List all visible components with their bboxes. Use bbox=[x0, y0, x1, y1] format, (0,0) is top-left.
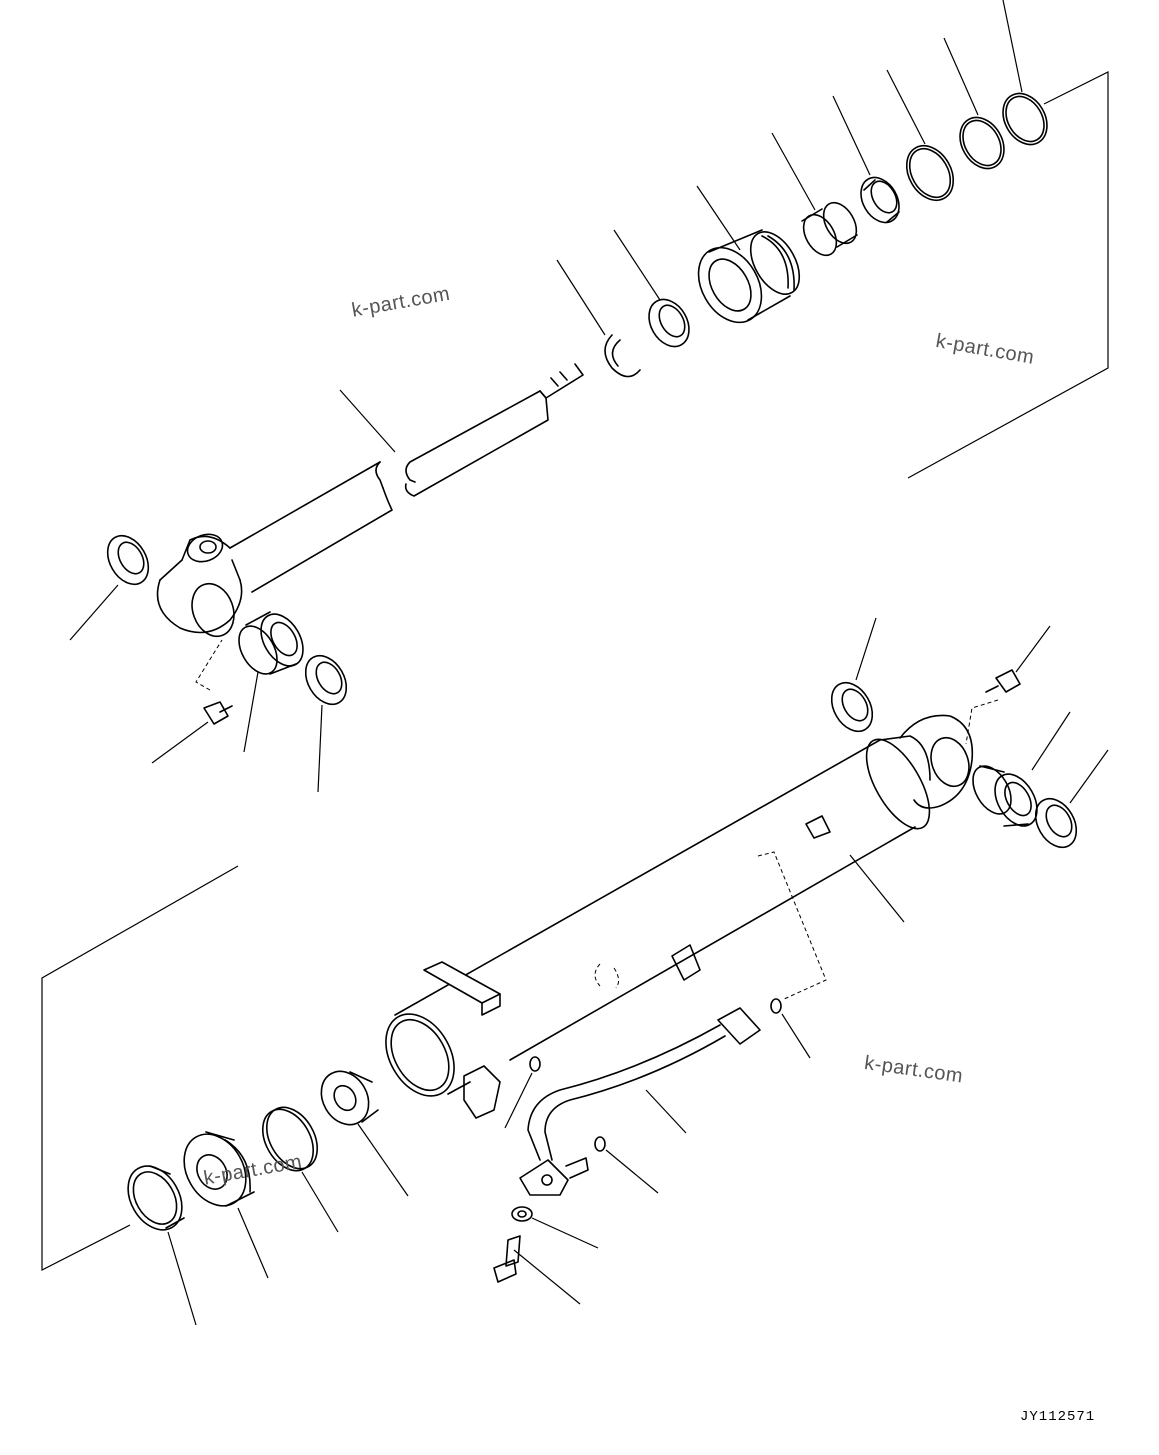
cylinder-head bbox=[697, 229, 801, 324]
grease-fitting-upper bbox=[195, 639, 233, 725]
o-ring-small-2 bbox=[529, 1056, 541, 1072]
dust-seal-left bbox=[106, 534, 150, 586]
dust-seal bbox=[648, 298, 690, 348]
rod-seal bbox=[860, 176, 900, 224]
dust-seal-lower-left bbox=[304, 654, 348, 706]
leader-lines-lower bbox=[167, 617, 1109, 1326]
cylinder-tube bbox=[385, 714, 974, 1119]
o-ring-small-3 bbox=[594, 1136, 606, 1152]
bushing-left bbox=[238, 611, 304, 675]
wear-ring bbox=[261, 1106, 319, 1172]
washer bbox=[511, 1206, 533, 1222]
o-ring-1 bbox=[1002, 92, 1048, 146]
dust-seal-right bbox=[830, 681, 874, 733]
dust-seal-far-right bbox=[1034, 797, 1078, 849]
backup-ring bbox=[905, 144, 955, 202]
piston-ring bbox=[127, 1165, 185, 1231]
bushing-right bbox=[972, 765, 1038, 827]
rod-bushing bbox=[801, 201, 858, 257]
rod-assembly bbox=[69, 0, 1109, 793]
snap-ring bbox=[604, 334, 641, 378]
bolt bbox=[493, 1235, 521, 1283]
grease-fitting-lower bbox=[965, 669, 1021, 745]
group-boundary-upper bbox=[907, 71, 1109, 479]
o-ring-small-1 bbox=[770, 998, 782, 1014]
group-boundary-lower bbox=[41, 865, 239, 1271]
drawing-code: JY112571 bbox=[1020, 1409, 1096, 1425]
piston-nut bbox=[320, 1070, 379, 1126]
leader-lines-upper bbox=[69, 0, 1023, 793]
tube-assembly bbox=[41, 617, 1109, 1326]
piston bbox=[183, 1131, 255, 1207]
o-ring-2 bbox=[959, 116, 1005, 170]
piston-rod bbox=[156, 363, 584, 638]
piping bbox=[519, 851, 827, 1196]
